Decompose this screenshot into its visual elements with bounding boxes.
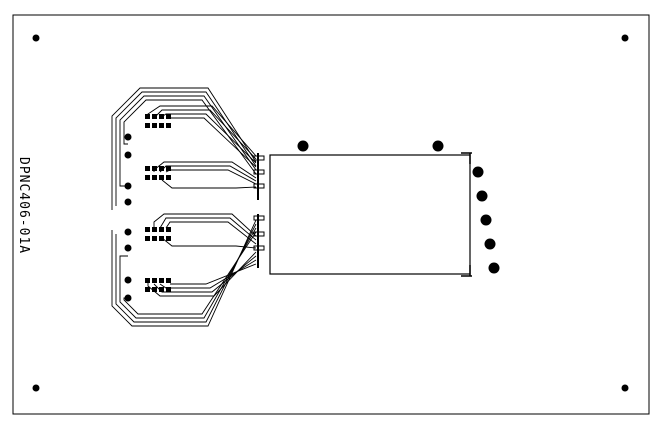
pad-cluster-3: [145, 227, 171, 241]
large-hole: [476, 190, 488, 202]
via: [124, 133, 132, 141]
mounting-hole-bottom-left: [32, 384, 40, 392]
via: [124, 182, 132, 190]
mounting-hole-bottom-right: [621, 384, 629, 392]
lower-trace-bundle: [111, 213, 257, 327]
via: [124, 276, 132, 284]
large-hole: [480, 214, 492, 226]
pad-cluster-2: [145, 166, 171, 180]
via: [124, 151, 132, 159]
top-holes: [297, 140, 444, 152]
mounting-hole-top-right: [621, 34, 629, 42]
right-hole-row: [472, 166, 500, 274]
large-hole: [432, 140, 444, 152]
via: [124, 294, 132, 302]
pad-cluster-4: [145, 278, 171, 292]
via: [124, 244, 132, 252]
mounting-hole-top-left: [32, 34, 40, 42]
left-vias: [124, 133, 132, 302]
large-hole: [484, 238, 496, 250]
via: [124, 228, 132, 236]
board-outline: [12, 14, 650, 415]
part-number-label: DPNC406-01A: [16, 157, 31, 254]
large-hole: [472, 166, 484, 178]
via: [124, 198, 132, 206]
pad-cluster-1: [145, 114, 171, 128]
connector-pins: [253, 153, 265, 268]
upper-trace-bundle: [111, 87, 257, 210]
main-component: [269, 152, 472, 277]
component-body: [269, 154, 471, 275]
large-hole: [488, 262, 500, 274]
mounting-holes: [32, 34, 629, 392]
large-hole: [297, 140, 309, 152]
